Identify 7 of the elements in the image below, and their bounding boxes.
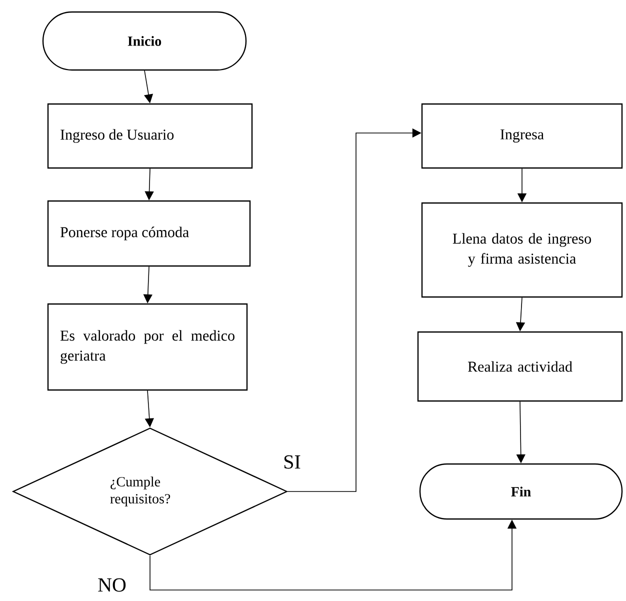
edge-label: NO: [98, 578, 126, 592]
process-box: Es valorado por el medico geriatra: [47, 303, 248, 391]
process-box: Ponerse ropa cómoda: [47, 200, 251, 267]
process-box: Llena datos de ingreso y firma asistencia: [421, 202, 623, 298]
process-box: Realiza actividad: [417, 331, 623, 402]
process-box: Ingreso de Usuario: [47, 103, 253, 169]
process-box: Ingresa: [421, 103, 623, 169]
